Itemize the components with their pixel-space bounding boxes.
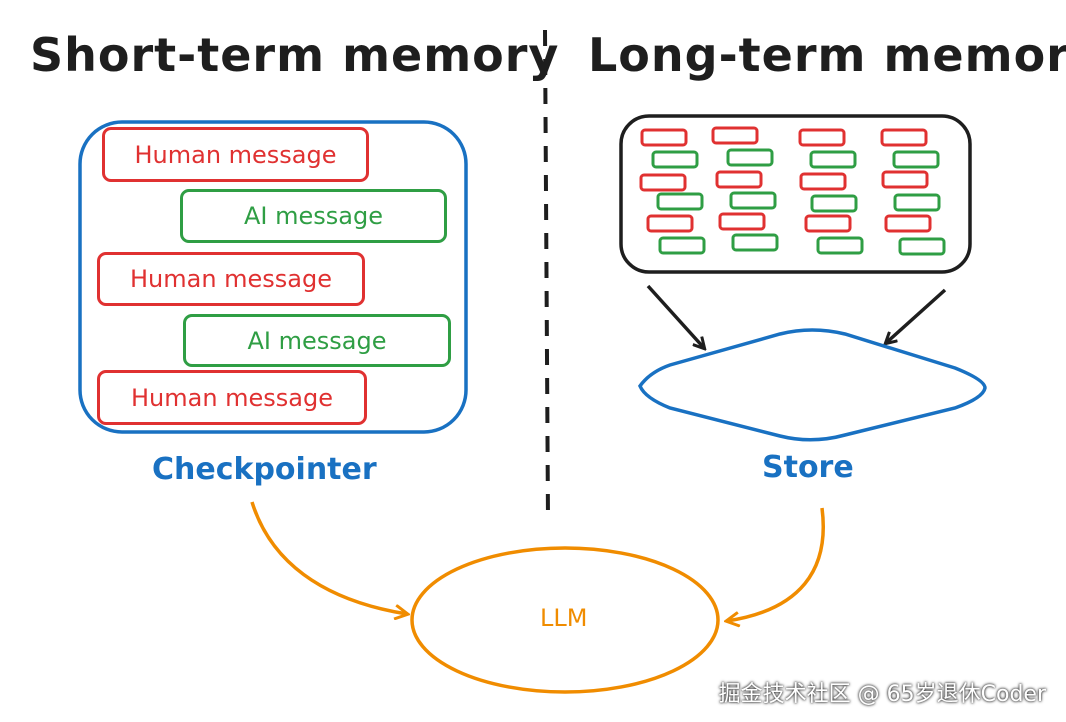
human-message-box: Human message [97, 252, 365, 306]
arrow-checkpointer-to-llm [250, 501, 407, 614]
long-term-memory-title: Long-term memory [588, 28, 1066, 82]
human-message-box: Human message [102, 127, 369, 182]
ai-message-box: AI message [183, 314, 451, 367]
store-label: Store [762, 450, 854, 485]
short-term-memory-title: Short-term memory [30, 28, 560, 82]
llm-shape [410, 546, 720, 694]
watermark-text: 掘金技术社区 @ 65岁退休Coder [718, 682, 1046, 707]
long-term-container [619, 114, 972, 274]
ai-message-box: AI message [180, 189, 447, 243]
section-divider [543, 29, 550, 521]
arrow-to-store-right [886, 288, 947, 343]
arrow-store-to-llm [727, 507, 825, 621]
checkpointer-container [78, 120, 468, 434]
llm-label: LLM [540, 604, 588, 632]
store-shape [638, 328, 987, 442]
memory-chips [639, 126, 946, 256]
human-message-box: Human message [97, 370, 367, 425]
checkpointer-label: Checkpointer [152, 452, 377, 487]
arrow-to-store-left [646, 284, 704, 348]
